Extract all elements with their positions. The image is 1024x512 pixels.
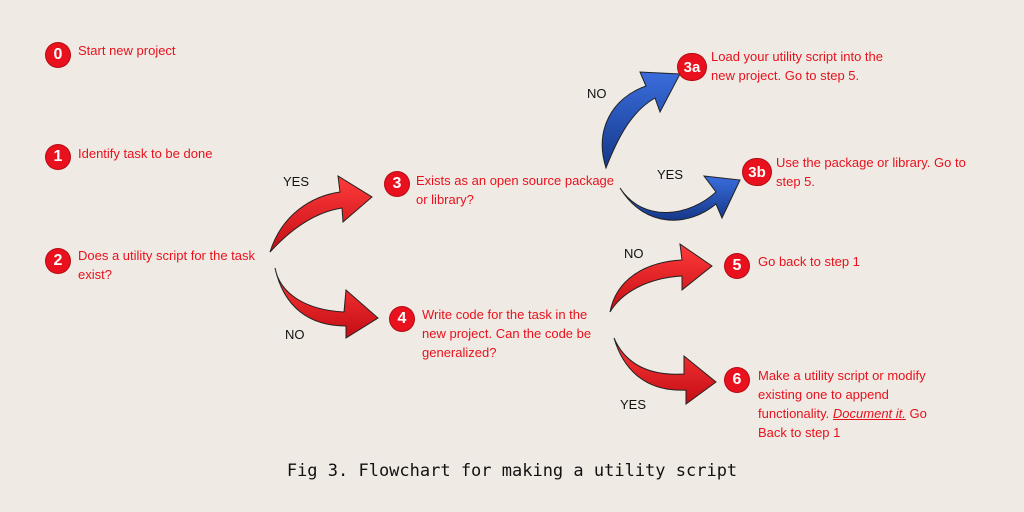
step-6-line-3-start: functionality. bbox=[758, 406, 833, 421]
step-3a-line-2: new project. Go to step 5. bbox=[711, 68, 860, 83]
label-no-4-5: NO bbox=[624, 246, 644, 261]
step-6-line-4: Back to step 1 bbox=[758, 425, 841, 440]
step-3b-line-2: step 5. bbox=[776, 174, 816, 189]
step-4-line-2: new project. Can the code be bbox=[422, 326, 592, 341]
arrow-3-to-3b bbox=[619, 175, 741, 221]
arrow-2-to-3 bbox=[269, 175, 373, 253]
step-2-badge: 2 bbox=[46, 249, 70, 273]
step-6-line-2: existing one to append bbox=[758, 387, 889, 402]
step-5-text: Go back to step 1 bbox=[758, 254, 860, 269]
arrow-4-to-6 bbox=[613, 337, 717, 405]
step-2-line-1: Does a utility script for the task bbox=[78, 248, 256, 263]
label-yes-4-6: YES bbox=[620, 397, 647, 412]
step-3b-badge: 3b bbox=[743, 159, 771, 185]
step-3-badge: 3 bbox=[385, 172, 409, 196]
step-6-text: Make a utility script or modify existing… bbox=[758, 366, 927, 442]
step-2-line-2: exist? bbox=[78, 267, 112, 282]
step-3b-text: Use the package or library. Go to step 5… bbox=[776, 153, 966, 191]
step-6-line-1: Make a utility script or modify bbox=[758, 368, 926, 383]
arrow-2-to-4 bbox=[274, 267, 379, 339]
label-no-3-3a: NO bbox=[587, 86, 607, 101]
step-6-line-3-end: Go bbox=[905, 406, 927, 421]
step-1-text: Identify task to be done bbox=[78, 146, 213, 161]
step-4-line-1: Write code for the task in the bbox=[422, 307, 588, 322]
step-3-text: Exists as an open source package or libr… bbox=[416, 171, 614, 209]
figure-caption: Fig 3. Flowchart for making a utility sc… bbox=[286, 461, 738, 481]
step-4-line-3: generalized? bbox=[422, 345, 497, 360]
step-3a-line-1: Load your utility script into the bbox=[711, 49, 883, 64]
step-3-line-2: or library? bbox=[416, 192, 474, 207]
label-no-2-4: NO bbox=[285, 327, 305, 342]
label-yes-3-3b: YES bbox=[657, 167, 684, 182]
step-6-badge: 6 bbox=[725, 368, 749, 392]
step-3a-badge: 3a bbox=[678, 54, 706, 80]
step-4-badge: 4 bbox=[390, 307, 414, 331]
step-4-text: Write code for the task in the new proje… bbox=[422, 305, 591, 362]
document-it-emphasis: Document it. bbox=[832, 406, 906, 421]
step-1-badge: 1 bbox=[46, 145, 70, 169]
label-yes-2-3: YES bbox=[283, 174, 310, 189]
step-5-badge: 5 bbox=[725, 254, 749, 278]
step-0-text: Start new project bbox=[78, 43, 176, 58]
step-0-badge: 0 bbox=[46, 43, 70, 67]
step-6-line-3: functionality. Document it. Go bbox=[758, 404, 927, 423]
arrow-4-to-5 bbox=[609, 242, 713, 313]
step-3b-line-1: Use the package or library. Go to bbox=[776, 155, 966, 170]
arrow-3-to-3a bbox=[601, 71, 681, 170]
step-3-line-1: Exists as an open source package bbox=[416, 173, 615, 188]
step-3a-text: Load your utility script into the new pr… bbox=[711, 47, 883, 85]
step-2-text: Does a utility script for the task exist… bbox=[78, 246, 255, 284]
